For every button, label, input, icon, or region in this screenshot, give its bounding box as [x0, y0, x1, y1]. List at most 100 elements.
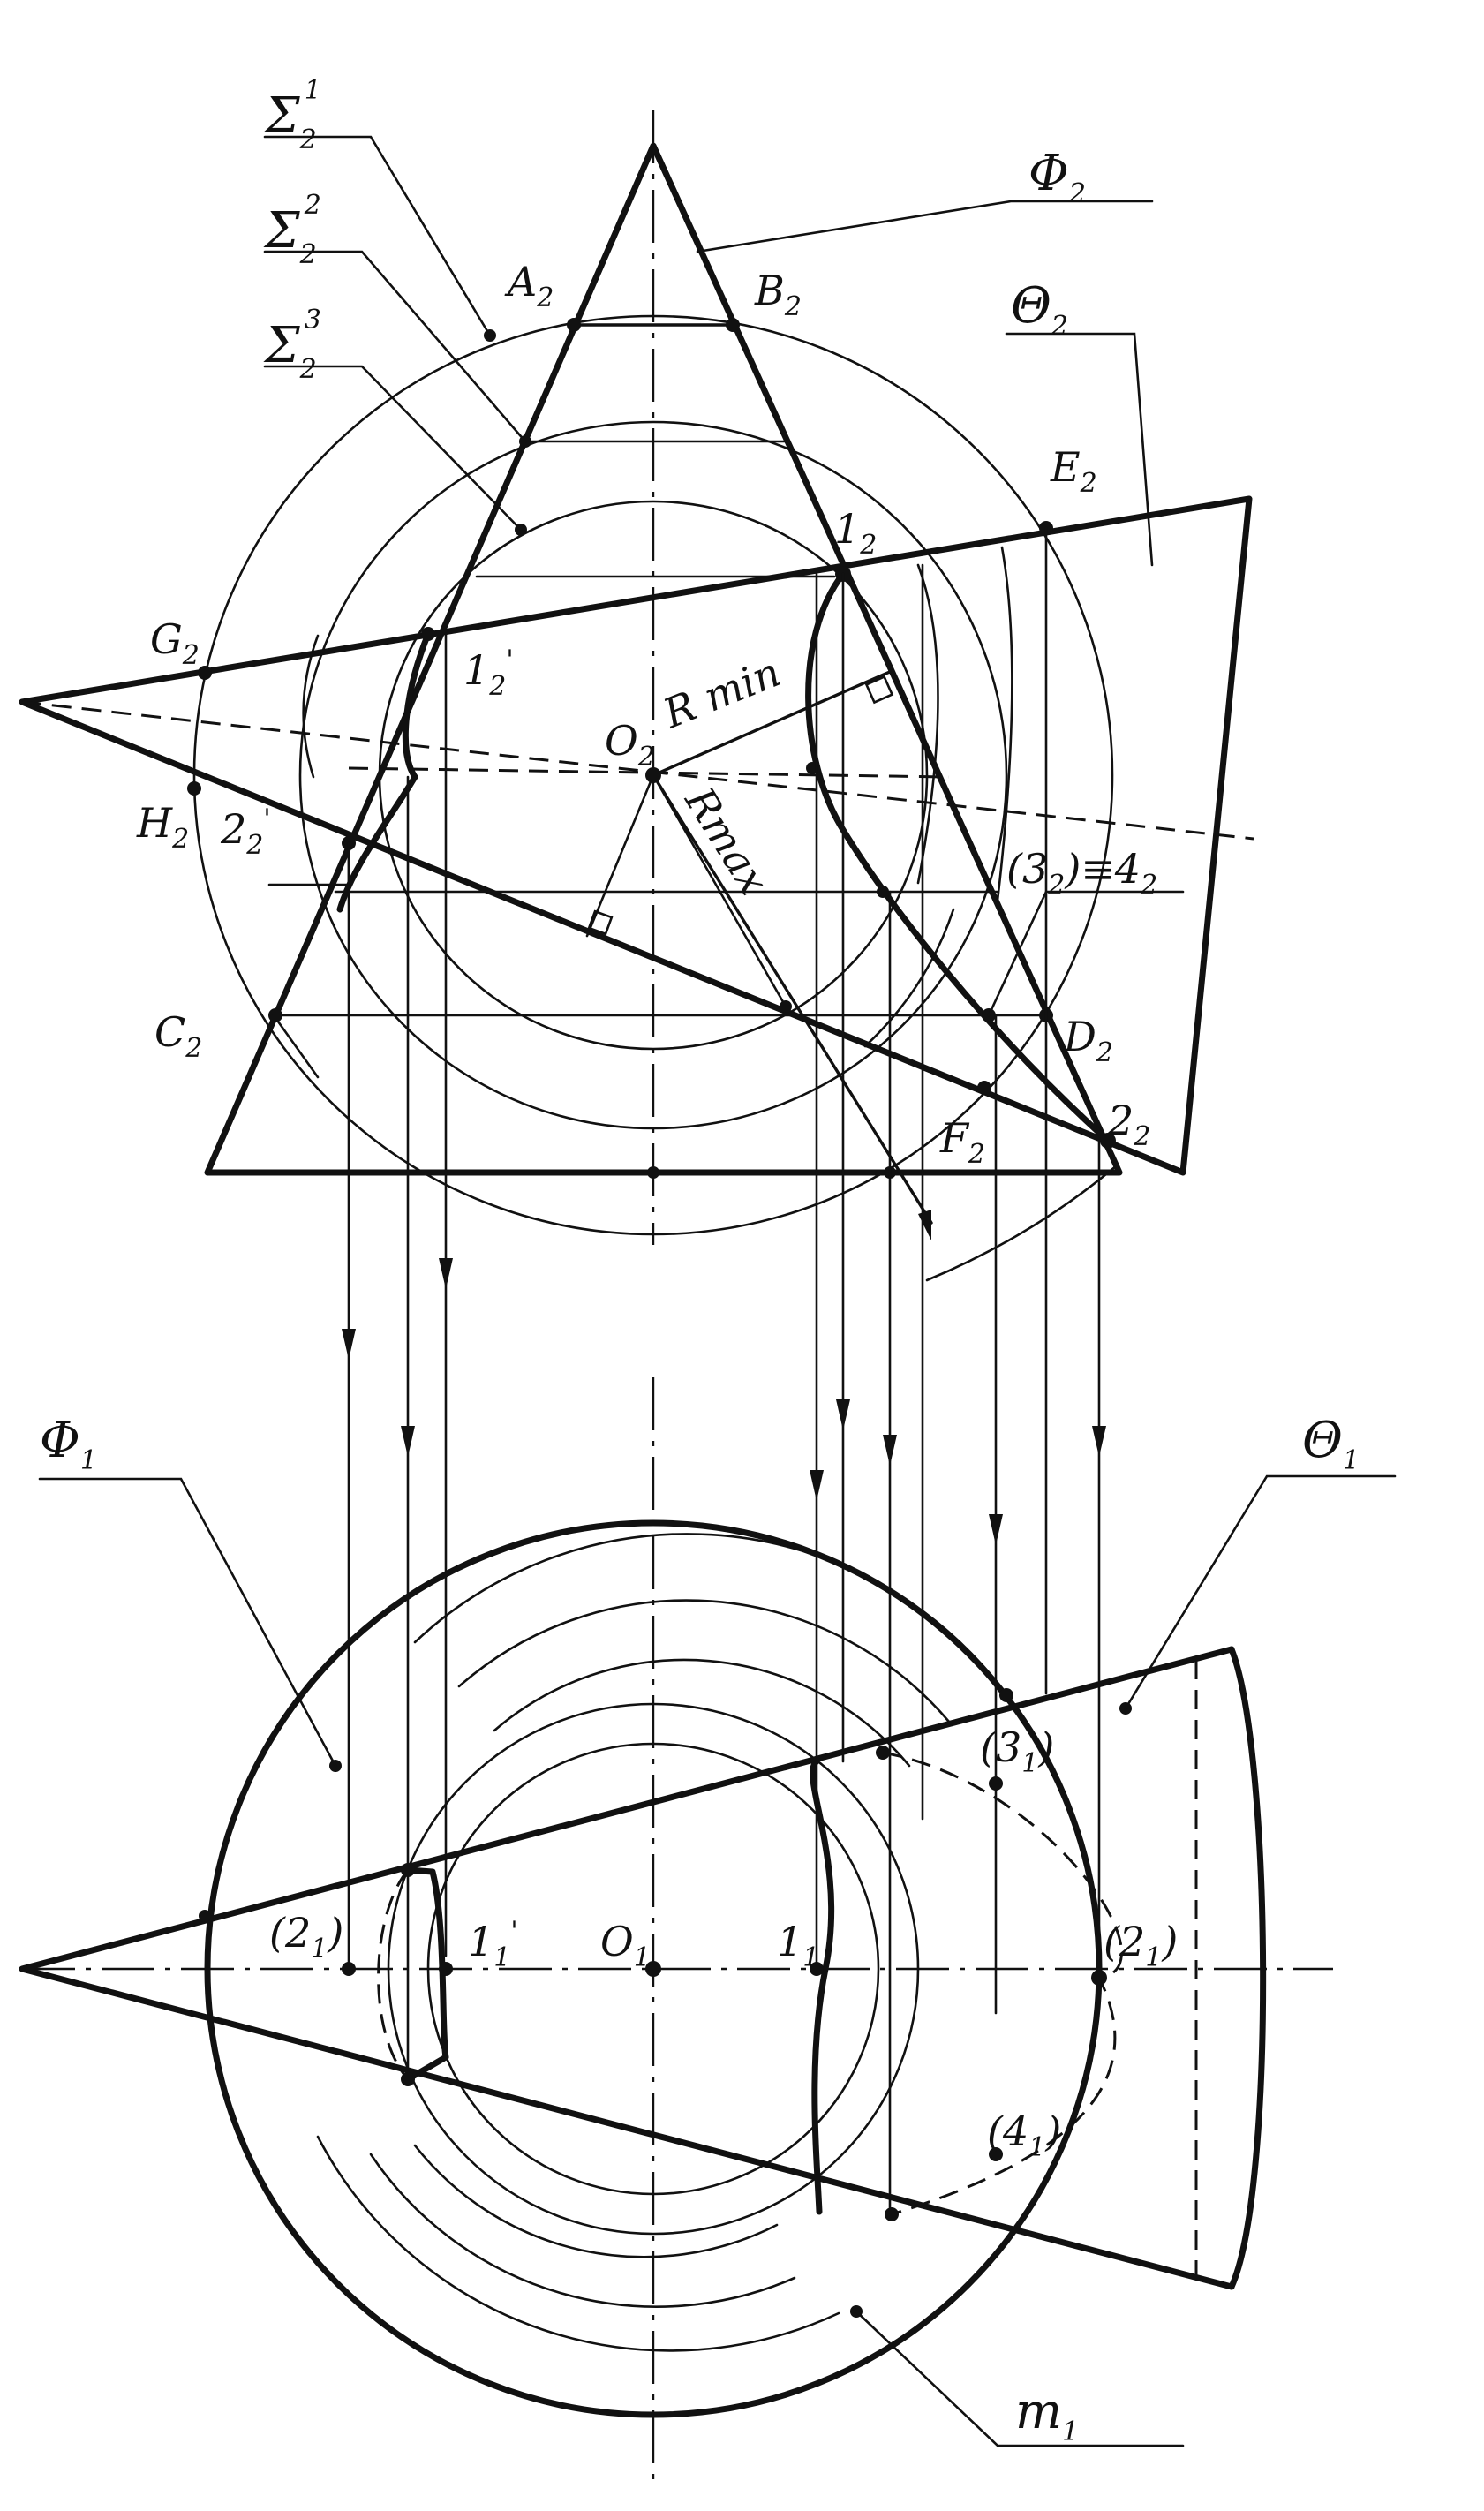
arrow-7	[989, 1514, 1003, 1545]
point-2-1-left	[342, 1962, 356, 1976]
label-E2: E2	[1050, 443, 1097, 499]
leader-m-1	[855, 2310, 1185, 2447]
point-4-1	[989, 2147, 1003, 2161]
label-O2: O2	[605, 717, 655, 773]
intersection-curve-left-top	[404, 1866, 449, 2083]
construction-arc-4	[996, 546, 1013, 902]
label-1-1: 11	[777, 1918, 819, 1973]
point-top-d	[401, 1863, 415, 1877]
arrow-4	[810, 1470, 824, 1501]
arrow-5	[836, 1399, 850, 1430]
leader-3-4	[987, 890, 1185, 1017]
arrow-rmax	[918, 1210, 931, 1240]
rmax-line	[652, 773, 933, 1225]
leader-theta-1	[1124, 1474, 1397, 1710]
normal-line-right	[652, 773, 787, 1008]
normal-line-left	[585, 773, 655, 938]
point-curve-mid	[877, 886, 889, 898]
label-B2: B2	[754, 267, 802, 322]
circle-inner	[426, 1742, 880, 2196]
point-base-center	[647, 1166, 659, 1179]
label-1-1-prime: 11'	[468, 1916, 518, 1973]
label-G2: G2	[150, 615, 200, 671]
arrow-6	[883, 1435, 897, 1466]
point-O2	[645, 767, 661, 783]
point-top-a	[876, 1746, 890, 1760]
point-1-2-prime	[421, 627, 435, 641]
label-phi-1: Φ1	[40, 1412, 97, 1476]
leader-sigma-3	[263, 365, 523, 532]
right-angle-mark	[864, 675, 894, 705]
cone-theta-top	[19, 1646, 1235, 2290]
leader-lines-bottom	[38, 1474, 1397, 2447]
concentric-arc-2	[457, 1599, 951, 1723]
point-H2	[187, 781, 201, 796]
label-A2: A2	[504, 258, 554, 313]
right-angle-mark-2	[587, 909, 614, 936]
point-B2	[726, 318, 740, 332]
arrow-1	[342, 1329, 356, 1360]
point-O1	[645, 1961, 661, 1977]
leader-phi-2	[696, 200, 1154, 253]
leader-phi-1	[38, 1477, 337, 1768]
label-theta-1: Θ1	[1302, 1412, 1360, 1476]
theta-axis-front	[21, 700, 1254, 841]
point-curve-lower	[780, 1000, 792, 1013]
label-3-4: (32)≡42	[1006, 845, 1157, 901]
point-3-1	[989, 1776, 1003, 1791]
point-F2	[977, 1081, 991, 1095]
point-1-1	[810, 1962, 824, 1976]
label-2-1-right: (21)	[1104, 1918, 1178, 1973]
top-view	[19, 1377, 1333, 2490]
label-phi-2: Φ2	[1028, 145, 1086, 209]
point-A2	[567, 318, 581, 332]
concentric-arc-6	[413, 2144, 779, 2258]
leader-sigma-1	[263, 135, 492, 337]
label-C2: C2	[154, 1008, 202, 1064]
intersection-curve-right-top	[810, 1758, 835, 2215]
label-sigma-2: Σ22	[263, 190, 321, 270]
label-2-2: 22	[1107, 1097, 1150, 1152]
cone-phi-top-circle	[204, 1519, 1103, 2418]
concentric-arc-4	[316, 2135, 840, 2352]
rmin-line	[652, 669, 893, 777]
point-top-f	[199, 1910, 211, 1922]
label-2-2-prime: 22'	[220, 803, 271, 861]
leader-sigma-2	[263, 250, 527, 443]
leader-theta-2	[1005, 332, 1154, 567]
point-curve-upper	[806, 762, 818, 774]
label-4-1: (41)	[987, 2108, 1061, 2163]
labels: Σ21 Σ22 Σ23 Φ2 Θ2 A2 B2 E2 G2 H2 C2 D2 F…	[40, 75, 1360, 2447]
label-H2: H2	[136, 799, 189, 855]
label-1-2-prime: 12'	[463, 645, 514, 702]
point-G2	[198, 666, 212, 680]
point-C2	[268, 1008, 282, 1022]
point-2-1-right	[1091, 1970, 1107, 1986]
label-D2: D2	[1063, 1013, 1113, 1068]
label-F2: F2	[939, 1114, 985, 1170]
point-top-e	[401, 2072, 415, 2086]
point-1-1-prime	[439, 1962, 453, 1976]
cone-phi-front	[204, 142, 1123, 1176]
cone-theta-top-base	[1228, 1646, 1267, 2290]
construction-arc-2	[916, 563, 939, 885]
label-O1: O1	[600, 1918, 651, 1973]
point-top-c	[999, 1688, 1013, 1702]
point-2-2	[1100, 1133, 1116, 1149]
label-2-1-left: (21)	[269, 1909, 343, 1964]
construction-arc-3	[863, 908, 955, 1048]
label-theta-2: Θ2	[1011, 277, 1068, 342]
label-m-1: m1	[1015, 2383, 1079, 2447]
label-sigma-3: Σ23	[263, 305, 321, 385]
rmax-arc	[925, 1164, 1119, 1282]
hidden-curve-left-top	[377, 1869, 410, 2080]
arrow-8	[1092, 1426, 1106, 1457]
arrow-3	[439, 1258, 453, 1289]
intersection-curve-left-front	[336, 630, 432, 913]
concentric-arc-5	[369, 2153, 796, 2308]
sphere-sigma-1	[192, 314, 1114, 1236]
front-view	[19, 110, 1254, 1282]
label-sigma-1: Σ21	[263, 75, 321, 155]
circle-mid	[387, 1702, 920, 2236]
